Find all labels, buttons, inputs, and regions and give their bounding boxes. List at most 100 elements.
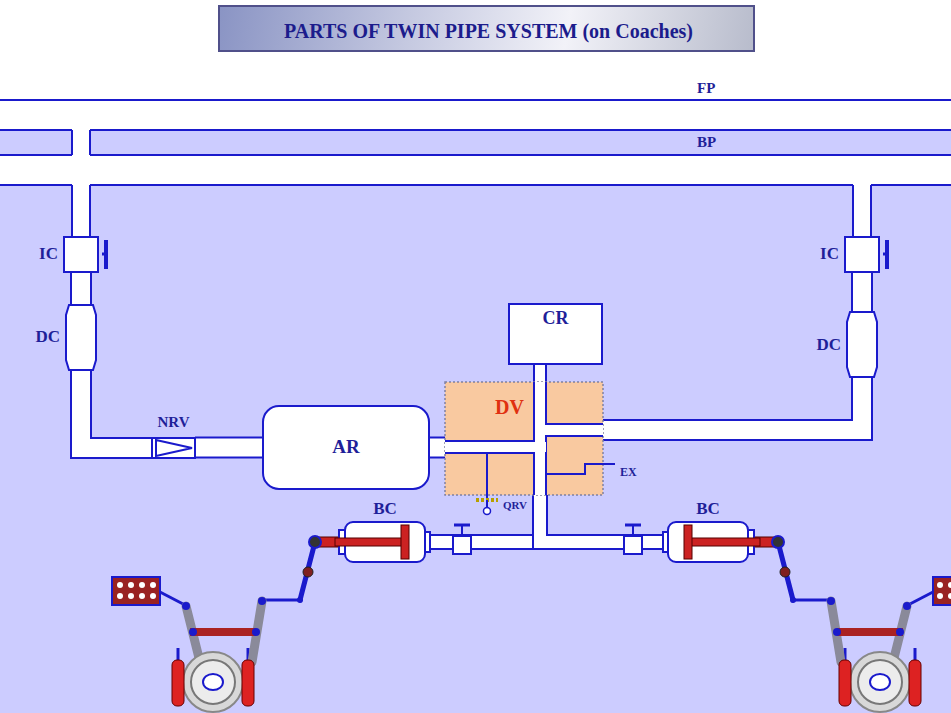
drawing-part xyxy=(684,525,692,559)
air-pipe xyxy=(81,370,152,448)
drawing-part xyxy=(72,272,90,305)
feed-pipe-branch xyxy=(72,129,90,239)
part-label: DC xyxy=(35,328,60,347)
drawing-part xyxy=(401,525,409,559)
drawing-part xyxy=(90,154,951,156)
air-pipe xyxy=(81,272,82,305)
drawing-part xyxy=(540,495,668,542)
air-pipe xyxy=(540,365,541,382)
drawing-part xyxy=(852,185,854,238)
quick-release-valve-shape xyxy=(474,497,500,515)
drawing-part xyxy=(603,378,862,430)
title-box: PARTS OF TWIN PIPE SYSTEM (on Coaches) xyxy=(218,5,755,52)
drawing-part xyxy=(81,370,152,448)
part-label: CR xyxy=(543,309,569,329)
drawing-part xyxy=(66,305,96,370)
drawing-part xyxy=(871,184,951,186)
distributor-valve: DV xyxy=(445,382,603,495)
air-pipe xyxy=(540,495,668,542)
ground xyxy=(0,100,951,713)
isolating-cock-right xyxy=(624,525,642,554)
drawing-part xyxy=(335,538,405,546)
drawing-part xyxy=(870,185,872,238)
non-return-valve: NRV xyxy=(152,433,195,463)
dirt-collector-shape xyxy=(847,312,877,378)
rigging-right xyxy=(735,536,951,712)
drawing-part xyxy=(454,524,470,527)
drawing-part xyxy=(89,185,91,238)
drawing-part xyxy=(484,508,491,515)
dirt-collector-shape xyxy=(66,305,96,370)
brake-cylinder-shape xyxy=(345,522,425,562)
air-pipe xyxy=(430,447,445,448)
drawing-part xyxy=(603,378,862,430)
drawing-part xyxy=(535,365,545,382)
drawing-part xyxy=(486,453,488,495)
brake-cylinder: BC xyxy=(345,522,425,562)
drawing-part xyxy=(533,365,547,382)
drawing-part xyxy=(70,272,92,305)
part-label: DC xyxy=(816,336,841,355)
drawing-part xyxy=(0,155,951,185)
drawing-part xyxy=(71,185,73,238)
drawing-part xyxy=(0,184,72,186)
drawing-part xyxy=(851,272,873,312)
brake-cylinder: BC xyxy=(668,522,748,562)
drawing-part xyxy=(156,440,192,456)
part-label: QRV xyxy=(503,499,527,511)
part-label: PARTS OF TWIN PIPE SYSTEM (on Coaches) xyxy=(284,20,693,42)
drawing-part xyxy=(540,495,668,542)
dirt-collector: DC xyxy=(847,312,877,378)
isolating-cock-left xyxy=(453,525,471,554)
air-pipe xyxy=(195,447,262,448)
brake-pipe-branch xyxy=(853,184,871,239)
isolating-cock: IC xyxy=(64,237,98,272)
drawing-part xyxy=(72,129,90,239)
part-label: NRV xyxy=(158,414,190,431)
air-pipe xyxy=(425,495,540,542)
drawing-part xyxy=(425,495,540,542)
air-pipe xyxy=(603,378,862,430)
drawing-part xyxy=(453,536,471,554)
drawing-part xyxy=(425,495,540,542)
brake-pipe xyxy=(0,155,951,185)
isolating-cock-shape xyxy=(64,237,98,272)
drawing-part xyxy=(90,184,853,186)
isolating-cock-shape xyxy=(845,237,879,272)
drawing-part xyxy=(461,526,463,536)
rigging-left xyxy=(112,536,358,712)
drawing-part xyxy=(152,438,195,458)
drawing-part xyxy=(853,184,871,239)
pipe-label: BP xyxy=(697,134,716,151)
isolating-cock: IC xyxy=(845,237,879,272)
drawing-part xyxy=(430,439,445,457)
part-label: IC xyxy=(820,245,839,264)
quick-release-valve: QRV xyxy=(474,497,500,515)
drawing-part xyxy=(104,240,108,269)
drawing-part xyxy=(688,538,760,546)
drawing-part xyxy=(845,237,879,272)
drawing-part xyxy=(624,536,642,554)
distributor-valve-shape xyxy=(445,382,603,495)
drawing-part xyxy=(0,154,72,156)
part-label: BC xyxy=(373,500,397,519)
drawing-part xyxy=(64,237,98,272)
drawing-part xyxy=(89,130,91,155)
drawing-part xyxy=(0,100,951,130)
part-label: IC xyxy=(39,245,58,264)
part-label: DV xyxy=(495,396,524,418)
drawing-part xyxy=(853,272,871,312)
drawing-part xyxy=(445,382,603,495)
drawing-part xyxy=(430,437,445,459)
drawing-part xyxy=(0,99,951,101)
drawing-part xyxy=(445,382,603,495)
drawing-part xyxy=(90,129,951,131)
air-pipe xyxy=(862,272,863,312)
control-reservoir: CR xyxy=(508,303,603,365)
non-return-valve-shape xyxy=(152,433,195,463)
